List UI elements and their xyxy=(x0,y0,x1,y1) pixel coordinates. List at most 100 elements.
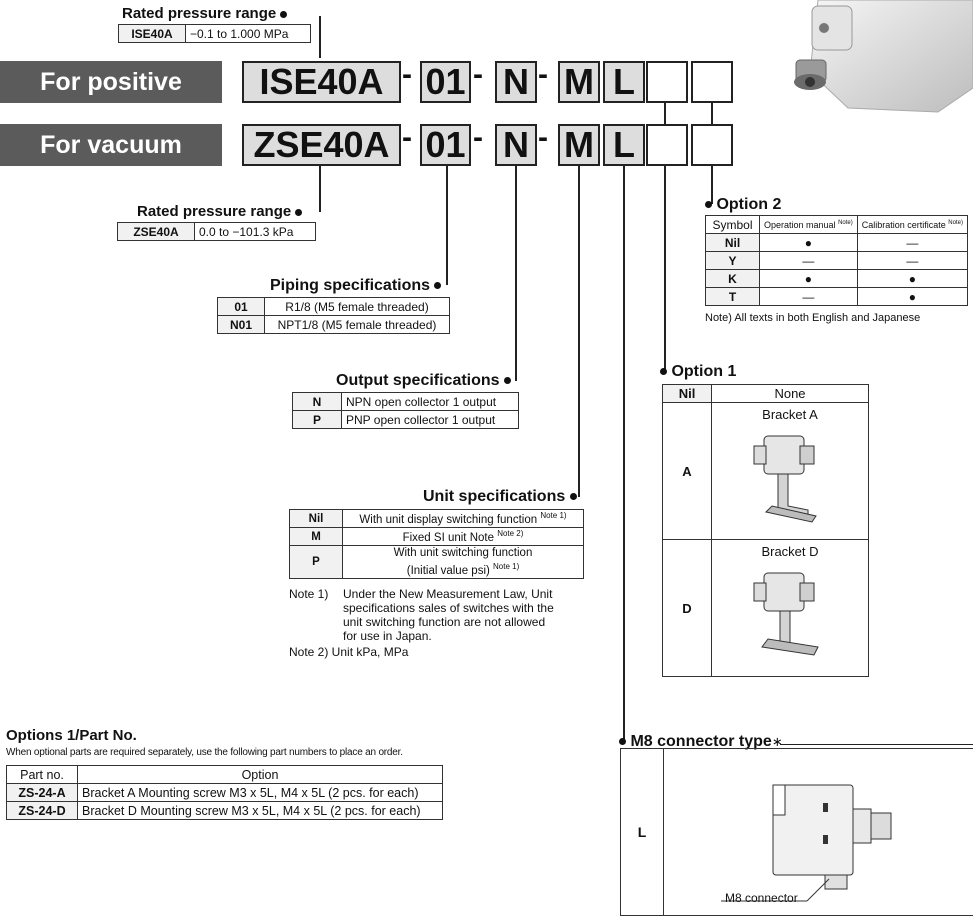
table-row: Nil With unit display switching function… xyxy=(289,509,584,528)
code-pos-port: 01 xyxy=(420,61,471,103)
option1-code: A xyxy=(662,402,712,540)
unit-note1-label: Note 1) xyxy=(289,587,329,601)
option1-bracket-a-cell: Bracket A xyxy=(711,402,869,540)
output-title-text: Output specifications xyxy=(336,372,500,389)
unit-desc: With unit switching function (Initial val… xyxy=(342,545,584,579)
m8-title-text: M8 connector type xyxy=(630,733,772,750)
part-desc: Bracket D Mounting screw M3 x 5L, M4 x 5… xyxy=(77,801,443,820)
m8-connector-image xyxy=(721,784,892,902)
m8-code-cell: L xyxy=(621,749,664,915)
unit-note2: Note 2) Unit kPa, MPa xyxy=(289,645,409,659)
code-vac-connector: L xyxy=(603,124,645,166)
vacuum-banner: For vacuum xyxy=(0,124,222,166)
code-pos-output: N xyxy=(495,61,537,103)
unit-note1: Under the New Measurement Law, Unit spec… xyxy=(343,587,554,643)
option1-title-text: Option 1 xyxy=(671,363,737,380)
unit-code: P xyxy=(289,545,343,579)
col-cert-text: Calibration certificate xyxy=(861,219,946,230)
note-line: Under the New Measurement Law, Unit xyxy=(343,587,553,601)
bracket-d-image xyxy=(753,572,819,656)
rated-pos-model: ISE40A xyxy=(118,24,186,43)
rated-vac-title: Rated pressure range xyxy=(137,203,303,220)
option1-code: Nil xyxy=(662,384,712,403)
code-pos-unit: M xyxy=(558,61,600,103)
bracket-a-label: Bracket A xyxy=(762,407,818,422)
part-number: ZS-24-A xyxy=(6,783,78,802)
output-desc: PNP open collector 1 output xyxy=(341,410,519,429)
table-row: T—● xyxy=(705,287,968,306)
piping-title-text: Piping specifications xyxy=(270,277,431,294)
option2-footnote: Note) All texts in both English and Japa… xyxy=(705,312,921,324)
option2-manual: ● xyxy=(759,233,858,252)
unit-title: Unit specifications xyxy=(423,488,577,506)
m8-title: M8 connector type∗ xyxy=(619,733,783,751)
code-vac-option1 xyxy=(646,124,688,166)
unit-code: Nil xyxy=(289,509,343,528)
option2-title-text: Option 2 xyxy=(716,196,782,213)
note-ref: Note 1) xyxy=(540,511,567,521)
leader-dot xyxy=(434,282,442,290)
note-ref: Note 2) xyxy=(497,529,524,539)
unit-desc-text: Fixed SI unit Note xyxy=(402,531,494,544)
unit-code: M xyxy=(289,527,343,546)
option2-symbol: Y xyxy=(705,251,760,270)
col-part: Part no. xyxy=(6,765,78,784)
m8-asterisk: ∗ xyxy=(771,734,783,749)
table-row: D Bracket D xyxy=(662,539,869,677)
positive-pressure-banner: For positive pressure xyxy=(0,61,222,138)
sensor-photo xyxy=(794,0,973,113)
option2-table: Symbol Operation manual Note) Calibratio… xyxy=(705,215,968,306)
option2-manual: — xyxy=(759,287,858,306)
leader-dot xyxy=(660,368,667,376)
m8-callout: M8 connector xyxy=(725,891,798,905)
unit-title-text: Unit specifications xyxy=(423,488,566,505)
note-line: specifications sales of switches with th… xyxy=(343,601,554,615)
dash: - xyxy=(538,121,548,154)
col-manual: Operation manual Note) xyxy=(759,215,858,234)
rated-pos-title-text: Rated pressure range xyxy=(122,5,277,22)
table-row: Y—— xyxy=(705,251,968,270)
piping-desc: R1/8 (M5 female threaded) xyxy=(264,297,450,316)
dash: - xyxy=(402,58,412,91)
output-code: N xyxy=(292,392,342,411)
leader-dot xyxy=(295,208,303,216)
rated-vac-title-text: Rated pressure range xyxy=(137,203,292,220)
option2-symbol: Nil xyxy=(705,233,760,252)
table-row: Part no.Option xyxy=(6,765,443,784)
parts-subtitle: When optional parts are required separat… xyxy=(6,747,403,758)
piping-desc: NPT1/8 (M5 female threaded) xyxy=(264,315,450,334)
rated-pos-title: Rated pressure range xyxy=(122,5,288,22)
bracket-d-label: Bracket D xyxy=(761,544,819,559)
table-row: A Bracket A xyxy=(662,402,869,540)
code-vac-port: 01 xyxy=(420,124,471,166)
code-vac-model: ZSE40A xyxy=(242,124,401,166)
unit-desc-text: (Initial value psi) xyxy=(406,564,490,577)
piping-code: N01 xyxy=(217,315,265,334)
rated-pos-table: ISE40A −0.1 to 1.000 MPa xyxy=(118,24,311,43)
table-row: Nil●— xyxy=(705,233,968,252)
unit-table: Nil With unit display switching function… xyxy=(289,509,584,579)
table-row: Symbol Operation manual Note) Calibratio… xyxy=(705,215,968,234)
part-desc: Bracket A Mounting screw M3 x 5L, M4 x 5… xyxy=(77,783,443,802)
note-ref: Note 1) xyxy=(493,562,520,572)
option1-title: Option 1 xyxy=(660,363,736,381)
output-desc: NPN open collector 1 output xyxy=(341,392,519,411)
rated-vac-range: 0.0 to −101.3 kPa xyxy=(194,222,316,241)
option1-code: D xyxy=(662,539,712,677)
code-pos-model: ISE40A xyxy=(242,61,401,103)
leader-dot xyxy=(280,10,288,18)
option2-symbol: K xyxy=(705,269,760,288)
note-ref: Note) xyxy=(838,219,853,226)
code-vac-option2 xyxy=(691,124,733,166)
unit-desc-text: With unit switching function xyxy=(393,547,533,560)
leader-dot xyxy=(504,377,512,385)
rated-vac-model: ZSE40A xyxy=(117,222,195,241)
piping-code: 01 xyxy=(217,297,265,316)
option1-bracket-d-cell: Bracket D xyxy=(711,539,869,677)
